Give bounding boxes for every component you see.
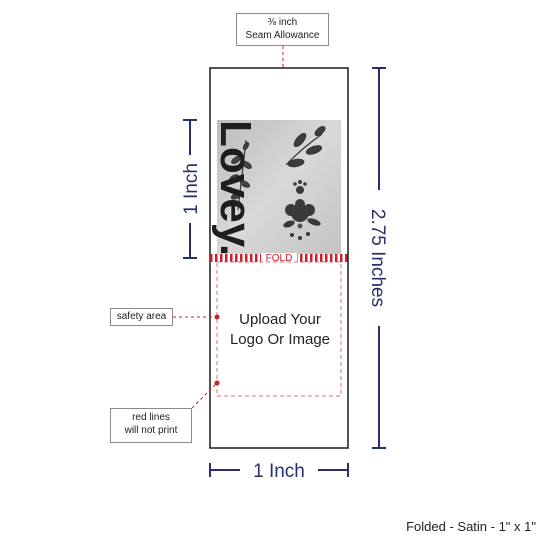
red-lines-callout: red lines will not print xyxy=(110,408,192,443)
upload-line2: Logo Or Image xyxy=(229,331,331,348)
seam-allowance-callout: ⅜ inch Seam Allowance xyxy=(236,13,329,46)
red-lines-leader-dot xyxy=(214,380,220,386)
width-dim-label: 1 Inch xyxy=(253,461,305,482)
upload-line1: Upload Your xyxy=(239,311,321,328)
top-dim-label: 1 Inch xyxy=(181,163,202,215)
product-caption: Folded - Satin - 1" x 1" xyxy=(406,519,536,534)
safety-area-text: safety area xyxy=(116,311,167,322)
leaf-branch-icon xyxy=(285,126,326,168)
safety-leader-dot xyxy=(214,314,220,320)
logo-image-area xyxy=(217,120,341,254)
seam-allowance-line1: ⅜ inch xyxy=(267,17,298,28)
height-dim-label: 2.75 Inches xyxy=(367,209,388,307)
red-lines-line2: will not print xyxy=(124,424,178,436)
fold-label-bg xyxy=(261,253,297,263)
leaf-sprig-icon xyxy=(228,139,252,211)
seam-allowance-line2: Seam Allowance xyxy=(245,29,320,41)
flower-icon xyxy=(283,180,321,240)
safety-area-callout: safety area xyxy=(110,308,173,326)
red-lines-line1: red lines xyxy=(132,412,170,423)
fold-label: FOLD xyxy=(266,253,293,264)
logo-text: Lovey. xyxy=(211,120,260,256)
upload-logo-prompt[interactable]: Upload Your Logo Or Image xyxy=(212,310,348,350)
safety-area-box xyxy=(216,261,342,397)
